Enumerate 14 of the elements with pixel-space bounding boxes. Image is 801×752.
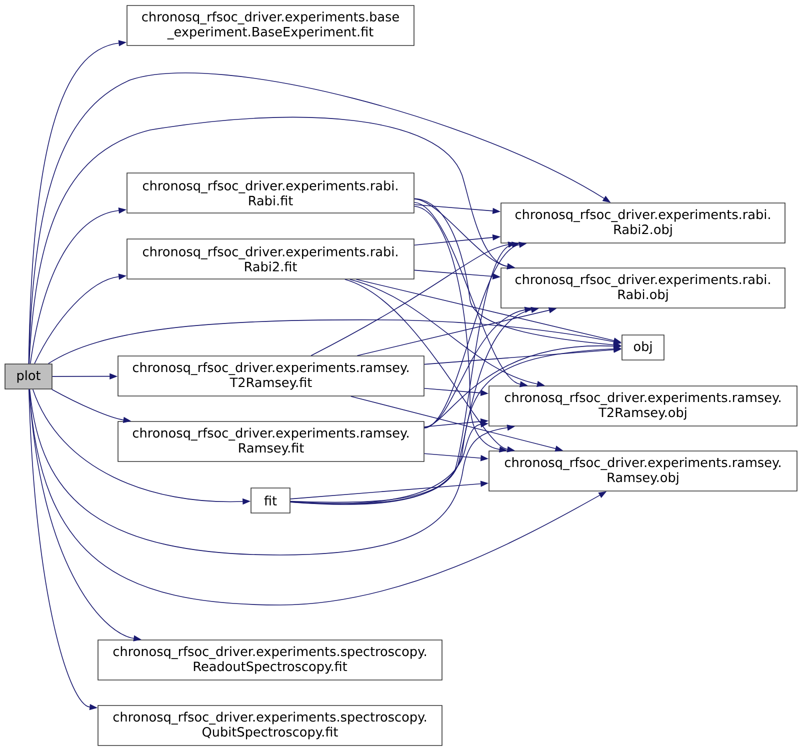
highlighted-function-box: plot: [4, 364, 52, 390]
function-box: chronosq_rfsoc_driver.experiments.base _experiment.BaseExperiment.fit: [126, 5, 414, 46]
function-box: chronosq_rfsoc_driver.experiments.ramsey. T2Ramsey.obj: [488, 386, 798, 426]
function-box: chronosq_rfsoc_driver.experiments.ramsey. T2Ramsey.fit: [118, 356, 424, 396]
function-box: chronosq_rfsoc_driver.experiments.rabi. Rabi2.fit: [126, 238, 414, 280]
function-box: chronosq_rfsoc_driver.experiments.spectroscopy. ReadoutSpectroscopy.fit: [98, 640, 442, 680]
function-box: obj: [622, 334, 664, 360]
function-box: chronosq_rfsoc_driver.experiments.rabi. Rabi.fit: [126, 172, 414, 214]
function-box: chronosq_rfsoc_driver.experiments.rabi. Rabi.obj: [500, 268, 786, 308]
function-box: chronosq_rfsoc_driver.experiments.ramsey. Ramsey.obj: [488, 450, 798, 492]
function-box: chronosq_rfsoc_driver.experiments.rabi. Rabi2.obj: [500, 202, 786, 244]
function-box: chronosq_rfsoc_driver.experiments.ramsey. Ramsey.fit: [118, 421, 424, 462]
function-box: fit: [250, 488, 290, 514]
function-box: chronosq_rfsoc_driver.experiments.spectroscopy. QubitSpectroscopy.fit: [98, 705, 442, 746]
